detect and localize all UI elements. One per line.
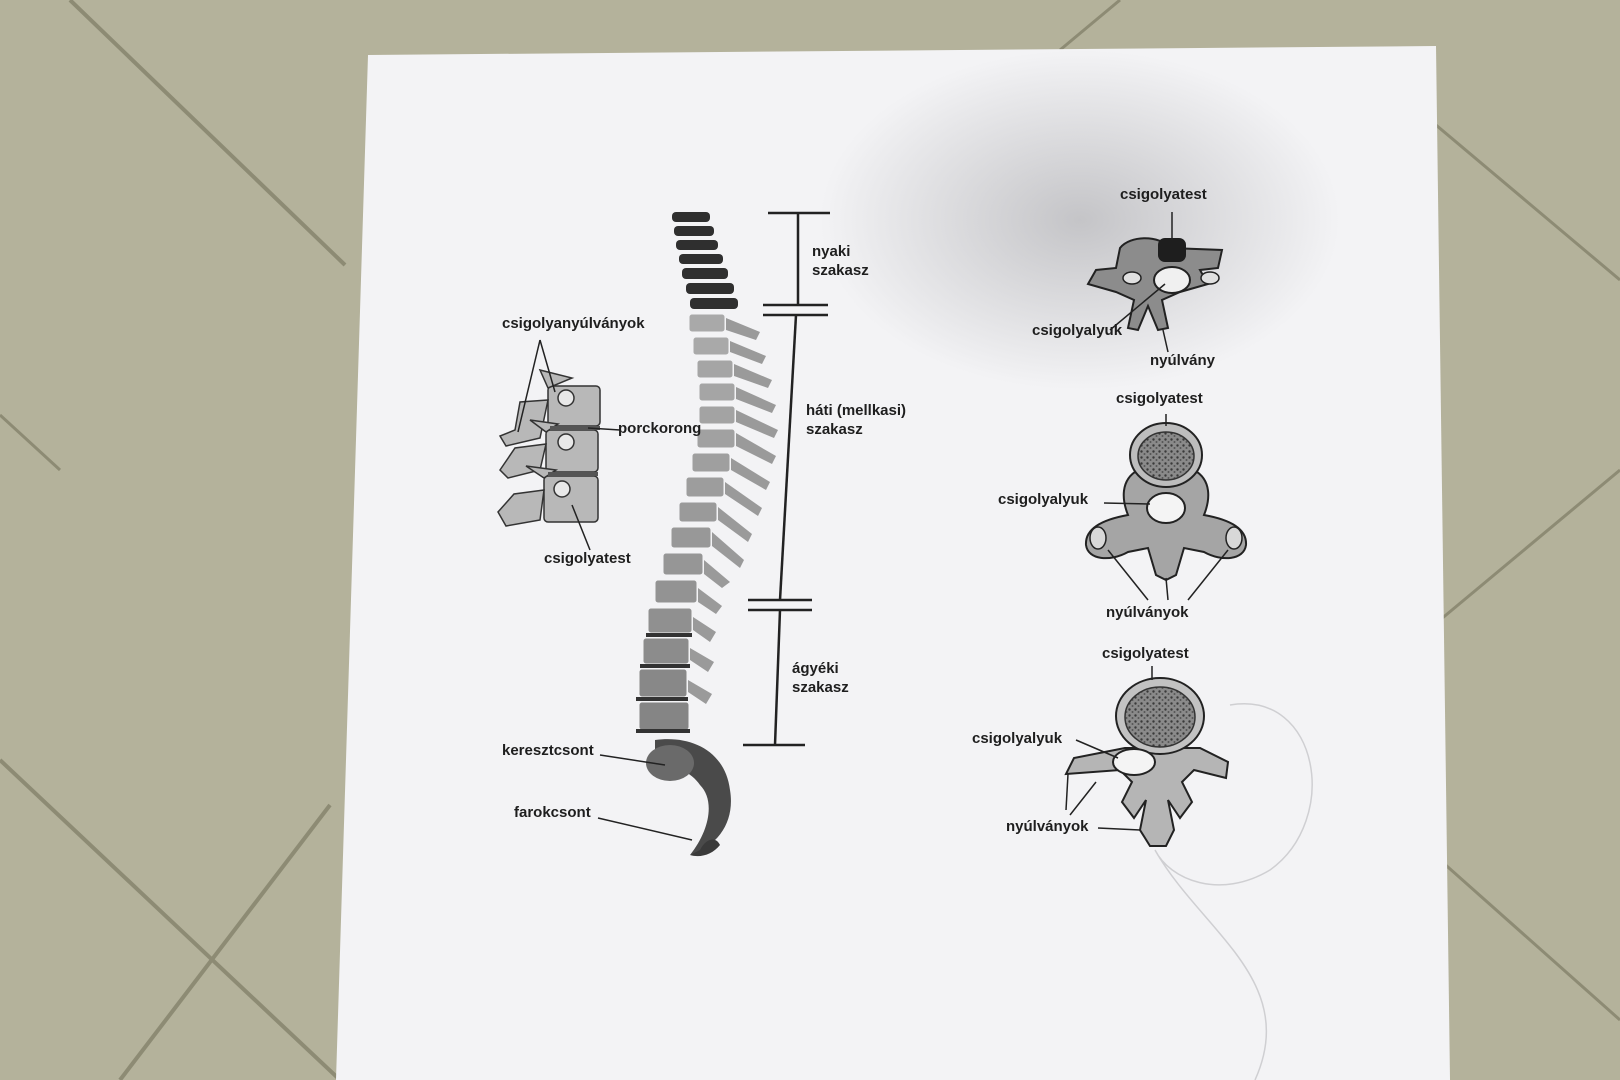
top-process-label: nyúlvány (1150, 352, 1216, 369)
top-vertebral-body-label: csigolyatest (1120, 186, 1207, 203)
top-vertebral-foramen-label: csigolyalyuk (1032, 322, 1123, 339)
bottom-vertebral-body-label: csigolyatest (1102, 645, 1189, 662)
spine-illustration (636, 212, 778, 857)
coccyx-label: farokcsont (514, 804, 591, 821)
sacrum-label: keresztcsont (502, 742, 594, 759)
vertebral-body-side-label: csigolyatest (544, 550, 631, 567)
vertebra-middle-illustration (1084, 414, 1248, 601)
middle-processes-label: nyúlványok (1106, 604, 1189, 621)
side-vertebrae-illustration (497, 339, 693, 841)
intervertebral-disc-label: porckorong (618, 420, 702, 437)
bottom-vertebral-foramen-label: csigolyalyuk (972, 730, 1063, 747)
bottom-processes-label: nyúlványok (1006, 818, 1089, 835)
section-bracket (743, 211, 830, 747)
middle-vertebral-body-label: csigolyatest (1116, 390, 1203, 407)
vertebral-processes-label: csigolyanyúlványok (502, 315, 645, 332)
middle-vertebral-foramen-label: csigolyalyuk (998, 491, 1089, 508)
lumbar-section-label: ágyéki szakasz (792, 660, 849, 696)
vertebra-top-illustration (1086, 212, 1224, 353)
thoracic-section-label: háti (mellkasi) szakasz (806, 402, 907, 438)
vertebra-bottom-illustration (1064, 666, 1230, 847)
cervical-section-label: nyaki szakasz (812, 243, 869, 279)
